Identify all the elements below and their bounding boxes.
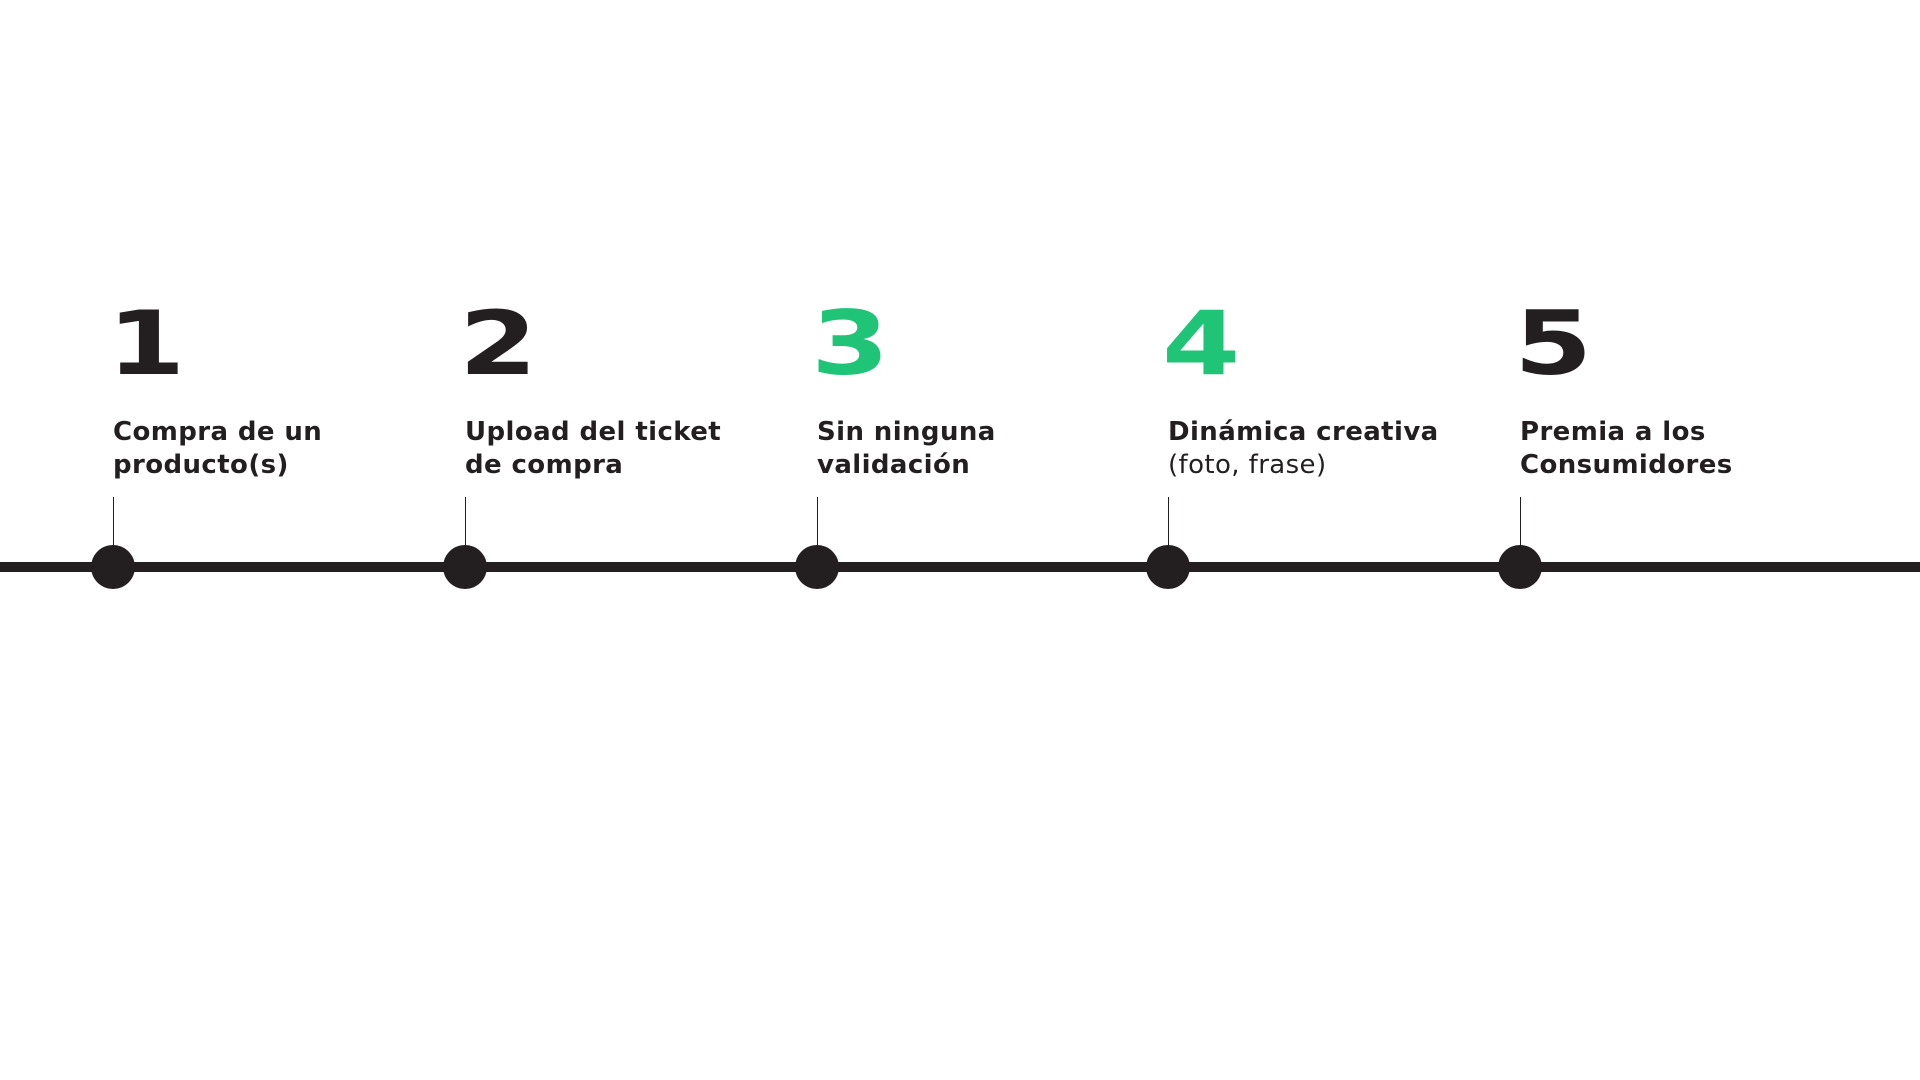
- step-connector: [1168, 497, 1169, 547]
- step-number: 3: [811, 292, 890, 395]
- step-marker: [443, 545, 487, 589]
- step-connector: [113, 497, 114, 547]
- step-label-line-2: producto(s): [113, 450, 289, 480]
- step-label: Compra de un producto(s): [113, 416, 433, 482]
- step-connector: [817, 497, 818, 547]
- step-number: 5: [1514, 292, 1593, 395]
- step-number: 2: [459, 292, 538, 395]
- step-label-line-2: Consumidores: [1520, 450, 1733, 480]
- timeline-step-1: 1 Compra de un producto(s): [91, 0, 322, 1080]
- step-connector: [465, 497, 466, 547]
- step-marker: [1498, 545, 1542, 589]
- step-marker: [91, 545, 135, 589]
- timeline-step-5: 5 Premia a los Consumidores: [1498, 0, 1732, 1080]
- step-marker: [1146, 545, 1190, 589]
- step-label: Premia a los Consumidores: [1520, 416, 1840, 482]
- step-number: 1: [107, 292, 186, 395]
- step-label-line-1: Compra de un: [113, 417, 323, 447]
- step-label: Sin ninguna validación: [817, 416, 1137, 482]
- step-label-line-2: de compra: [465, 450, 624, 480]
- step-label-line-1: Dinámica creativa: [1168, 417, 1439, 447]
- step-label-line-1: Upload del ticket: [465, 417, 722, 447]
- step-label-line-1: Sin ninguna: [817, 417, 996, 447]
- timeline-step-2: 2 Upload del ticket de compra: [443, 0, 721, 1080]
- step-label-line-2: (foto, frase): [1168, 450, 1327, 480]
- timeline-track: [0, 562, 1920, 572]
- step-label: Upload del ticket de compra: [465, 416, 785, 482]
- step-number: 4: [1162, 292, 1241, 395]
- step-marker: [795, 545, 839, 589]
- step-label: Dinámica creativa (foto, frase): [1168, 416, 1488, 482]
- step-label-line-1: Premia a los: [1520, 417, 1706, 447]
- timeline-step-3: 3 Sin ninguna validación: [795, 0, 995, 1080]
- step-connector: [1520, 497, 1521, 547]
- step-label-line-2: validación: [817, 450, 971, 480]
- timeline-step-4: 4 Dinámica creativa (foto, frase): [1146, 0, 1438, 1080]
